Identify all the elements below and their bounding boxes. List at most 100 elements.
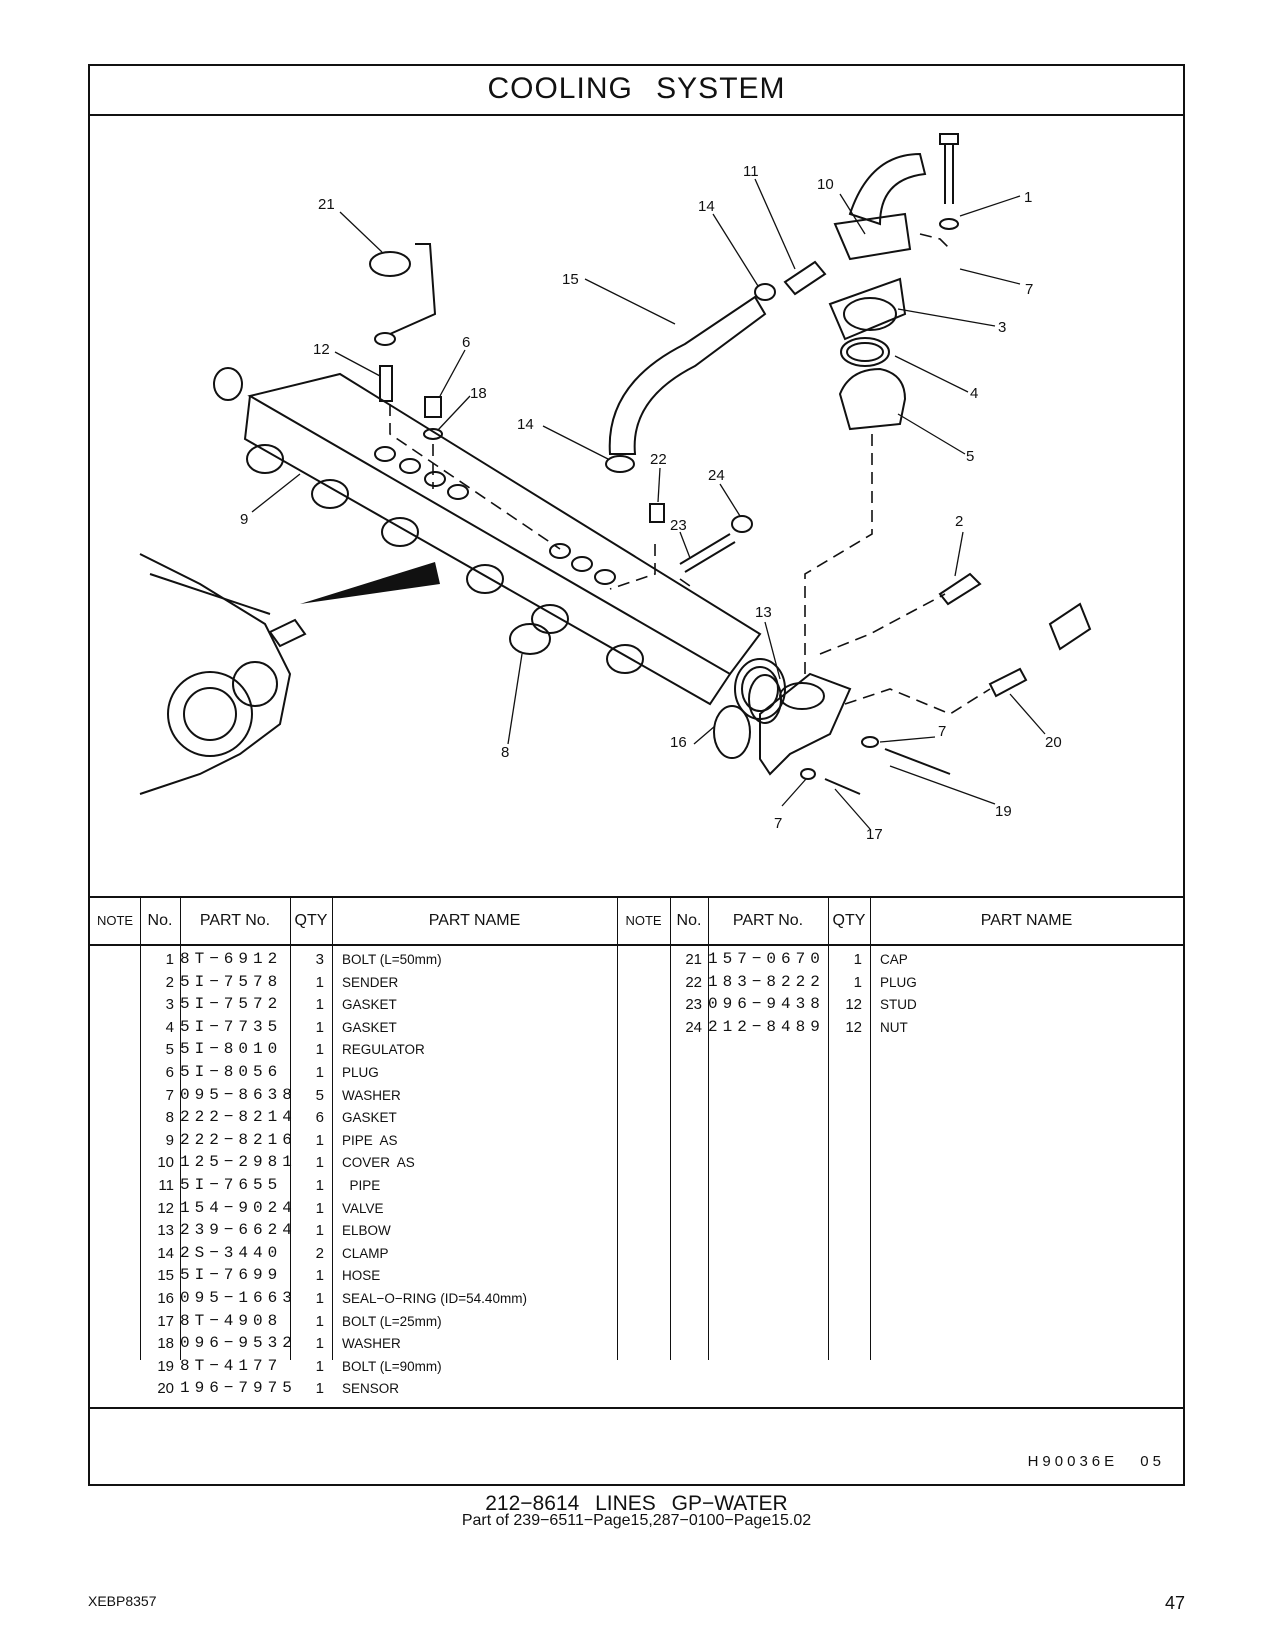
table-row: 4 5I−7735 1 GASKET (90, 1016, 1183, 1039)
part-number: 8T−6912 (180, 950, 283, 968)
item-number: 10 (157, 1154, 174, 1172)
part-number: 125−2981 (180, 1153, 297, 1172)
quantity: 12 (845, 996, 862, 1014)
part-name: NUT (880, 1019, 908, 1035)
header-no-right: No. (676, 912, 702, 929)
item-number: 18 (157, 1335, 174, 1353)
item-number: 3 (165, 996, 174, 1014)
part-name: STUD (880, 997, 917, 1013)
item-number: 20 (157, 1380, 174, 1398)
item-number: 14 (157, 1244, 174, 1262)
part-number: 096−9532 (180, 1334, 297, 1353)
header-partno-right: PART No. (732, 912, 804, 929)
callout-14b: 14 (517, 416, 534, 433)
col-divider (180, 898, 181, 1360)
col-divider (708, 898, 709, 1360)
header-qty-left: QTY (294, 912, 328, 929)
item-number: 12 (157, 1199, 174, 1217)
part-number: 5I−7655 (180, 1176, 283, 1194)
parts-list-table: NOTE No. PART No. QTY PART NAME NOTE No.… (90, 896, 1183, 1409)
callout-5: 5 (966, 448, 974, 465)
part-number: 222−8214 (180, 1108, 297, 1127)
part-number: 222−8216 (180, 1130, 297, 1149)
callout-9: 9 (240, 511, 248, 528)
part-name: BOLT (L=50mm) (342, 952, 442, 967)
part-number: 8T−4177 (180, 1356, 283, 1375)
quantity: 1 (315, 996, 324, 1014)
col-divider (828, 898, 829, 1360)
part-name: GASKET (342, 1110, 397, 1126)
part-name: CAP (880, 952, 908, 967)
quantity: 1 (315, 973, 324, 991)
header-partno-left: PART No. (199, 912, 271, 929)
quantity: 1 (315, 1018, 324, 1036)
callout-14: 14 (698, 198, 715, 215)
callout-24: 24 (708, 467, 725, 484)
parts-sheet-frame: COOLING SYSTEM (88, 64, 1185, 1486)
callout-15: 15 (562, 271, 579, 288)
item-number: 6 (165, 1064, 174, 1081)
callout-18: 18 (470, 385, 487, 402)
quantity: 1 (315, 1222, 324, 1240)
item-number: 16 (157, 1290, 174, 1307)
part-name: PLUG (880, 974, 917, 990)
part-number: 5I−8010 (180, 1040, 283, 1059)
quantity: 2 (315, 1244, 324, 1262)
part-number: 8T−4908 (180, 1311, 283, 1330)
assembly-title: 212−8614 LINES GP−WATER (485, 1492, 788, 1515)
quantity: 1 (315, 1064, 324, 1081)
item-number: 7 (165, 1086, 174, 1104)
callout-4: 4 (970, 385, 978, 402)
callout-16: 16 (670, 734, 687, 751)
part-number: 154−9024 (180, 1198, 297, 1217)
col-divider (332, 898, 333, 1360)
item-number: 23 (685, 996, 702, 1014)
exploded-parts-diagram: 10 11 1 21 14 7 15 3 12 6 4 18 14 22 5 2… (90, 114, 1183, 896)
header-partname-right: PART NAME (980, 912, 1073, 929)
part-name: PLUG (342, 1065, 379, 1080)
quantity: 3 (315, 951, 324, 968)
part-name: COVER AS (342, 1155, 415, 1171)
quantity: 1 (315, 1041, 324, 1059)
callout-1: 1 (1024, 189, 1032, 206)
table-row: 1 8T−6912 3 BOLT (L=50mm) (90, 948, 1183, 971)
part-number: 5I−7572 (180, 995, 283, 1014)
document-id: XEBP8357 (88, 1593, 157, 1609)
part-number: 196−7975 (180, 1379, 297, 1398)
quantity: 6 (315, 1109, 324, 1127)
callout-22: 22 (650, 451, 667, 468)
callout-2: 2 (955, 513, 963, 530)
col-divider (290, 898, 291, 1360)
callout-19: 19 (995, 803, 1012, 820)
item-number: 11 (158, 1177, 174, 1194)
item-number: 17 (157, 1312, 174, 1330)
parts-table-header: NOTE No. PART No. QTY PART NAME NOTE No.… (90, 898, 1183, 946)
callout-10: 10 (817, 176, 834, 193)
part-number: 2S−3440 (180, 1243, 283, 1262)
part-name: GASKET (342, 1019, 397, 1035)
header-no-left: No. (147, 912, 173, 929)
part-name: WASHER (342, 1087, 401, 1103)
callout-17: 17 (866, 826, 883, 843)
quantity: 12 (845, 1018, 862, 1036)
part-name: PIPE (342, 1178, 381, 1193)
callout-23: 23 (670, 517, 687, 534)
part-name: BOLT (L=25mm) (342, 1313, 442, 1329)
part-name: WASHER (342, 1336, 401, 1352)
item-number: 4 (165, 1018, 174, 1036)
quantity: 1 (853, 973, 862, 991)
header-note-right: NOTE (625, 913, 662, 928)
part-number: 5I−7735 (180, 1017, 283, 1036)
item-number: 1 (165, 951, 174, 968)
